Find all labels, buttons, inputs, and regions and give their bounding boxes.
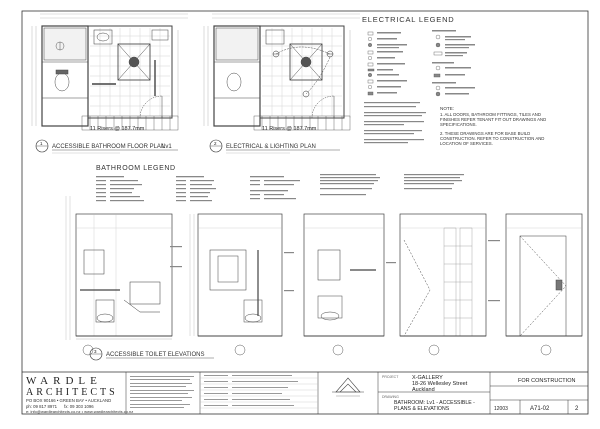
floor-plan-title: ACCESSIBLE BATHROOM FLOOR PLAN — [52, 144, 165, 150]
elevations-title: ACCESSIBLE TOILET ELEVATIONS — [106, 352, 204, 358]
title-block — [22, 371, 588, 414]
project-name: X-GALLERY — [412, 375, 443, 381]
project-street: 18-26 Wellesley Street — [412, 381, 468, 387]
floor-plan-1 — [31, 13, 188, 131]
drawing-label: DRAWING — [382, 395, 399, 399]
firm-address: PO BOX 90166 • GREEN BAY • AUCKLAND — [26, 398, 112, 403]
project-number: 12003 — [494, 406, 508, 412]
note-2: 2. THESE DRAWINGS ARE FOR BASE BUILD CON… — [440, 130, 545, 147]
firm-name-line1: WARDLE — [26, 375, 102, 387]
elevation-a — [65, 196, 173, 356]
note-title: NOTE: — [440, 106, 454, 111]
bathroom-legend-title: BATHROOM LEGEND — [96, 165, 176, 172]
elevation-c — [303, 213, 385, 356]
drawing-title-2: PLANS & ELEVATIONS — [394, 406, 450, 412]
firm-name-line2: ARCHITECTS — [26, 387, 118, 398]
note-1: 1. ALL DOORS, BATHROOM FITTINGS, TILES A… — [440, 112, 547, 128]
lighting-plan-number: 2 — [214, 141, 217, 146]
firm-email: e: info@wardlearchitects.co.nz • www.war… — [26, 409, 134, 414]
elevation-d — [399, 213, 487, 356]
elevation-b — [189, 213, 283, 356]
project-city: Auckland — [412, 387, 435, 393]
elevations-number: 3 — [94, 349, 97, 354]
lighting-plan-2 — [203, 13, 360, 131]
sheet-border — [21, 10, 589, 415]
lighting-plan-risers: 11 Risers @ 187.7mm — [262, 126, 317, 132]
elevation-e — [505, 213, 583, 356]
floor-plan-risers: 11 Risers @ 187.7mm — [90, 126, 145, 132]
firm-logo-mark — [332, 377, 364, 397]
drawing-status: FOR CONSTRUCTION — [518, 378, 575, 384]
electrical-legend-title: ELECTRICAL LEGEND — [362, 15, 455, 24]
floor-plan-level: Lv1 — [162, 144, 172, 150]
firm-phone: ph: 09 817 8971 — [26, 404, 58, 409]
lighting-plan-title: ELECTRICAL & LIGHTING PLAN — [226, 144, 316, 150]
revision-number: 2 — [575, 406, 579, 412]
sheet-number: A71-02 — [530, 406, 550, 412]
floor-plan-number: 1 — [40, 141, 43, 146]
drawing-title-1: BATHROOM: Lv1 - ACCESSIBLE - — [394, 400, 475, 406]
project-label: PROJECT — [382, 375, 399, 379]
bathroom-legend-rows — [96, 174, 464, 202]
electrical-legend-symbols — [364, 30, 475, 144]
firm-fax: fx: 09 303 1096 — [64, 404, 94, 409]
